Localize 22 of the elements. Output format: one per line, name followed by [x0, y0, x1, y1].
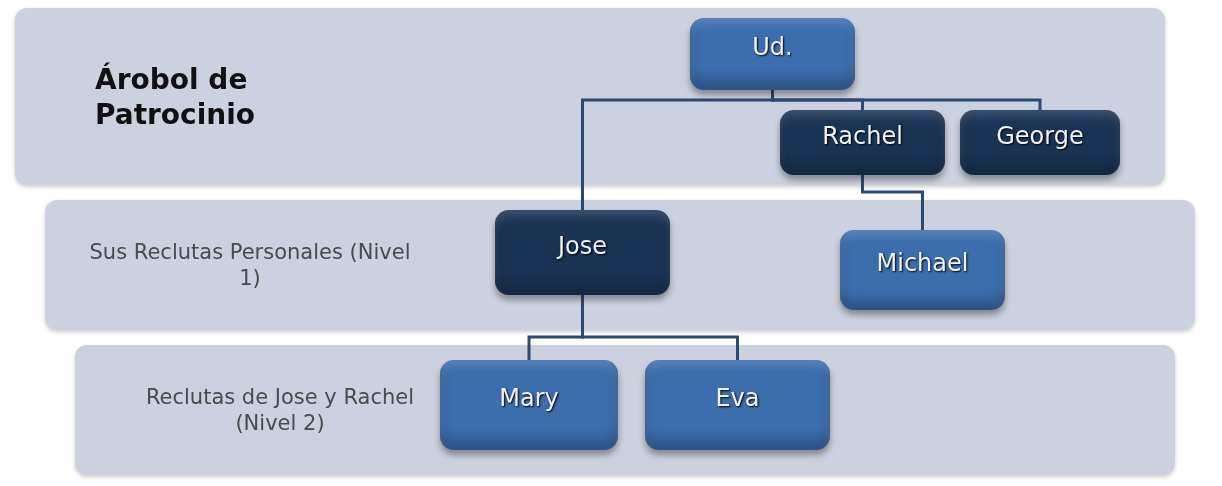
band-label: Árobol de Patrocinio	[95, 61, 257, 132]
connector-line	[861, 175, 924, 230]
band-label: Reclutas de Jose y Rachel (Nivel 2)	[144, 383, 416, 437]
level-band	[15, 8, 1165, 185]
node-label: Michael	[876, 249, 969, 277]
node-label: Ud.	[752, 33, 793, 61]
node-label: George	[996, 121, 1084, 150]
node-label: Rachel	[822, 121, 903, 150]
level-band	[75, 345, 1175, 475]
tree-node-key	[960, 110, 1120, 175]
node-label: Jose	[558, 231, 607, 260]
tree-node-key	[840, 230, 1005, 310]
level-band	[45, 200, 1195, 330]
tree-node-key	[645, 360, 830, 450]
band-label: Sus Reclutas Personales (Nivel 1)	[88, 238, 412, 292]
tree-node-key	[780, 110, 945, 175]
node-label: Mary	[499, 384, 559, 412]
node-label: Eva	[715, 384, 760, 412]
tree-node-key	[690, 18, 855, 90]
tree-node-key	[440, 360, 618, 450]
tree-node-key	[495, 210, 670, 295]
connector-line	[771, 90, 1042, 110]
